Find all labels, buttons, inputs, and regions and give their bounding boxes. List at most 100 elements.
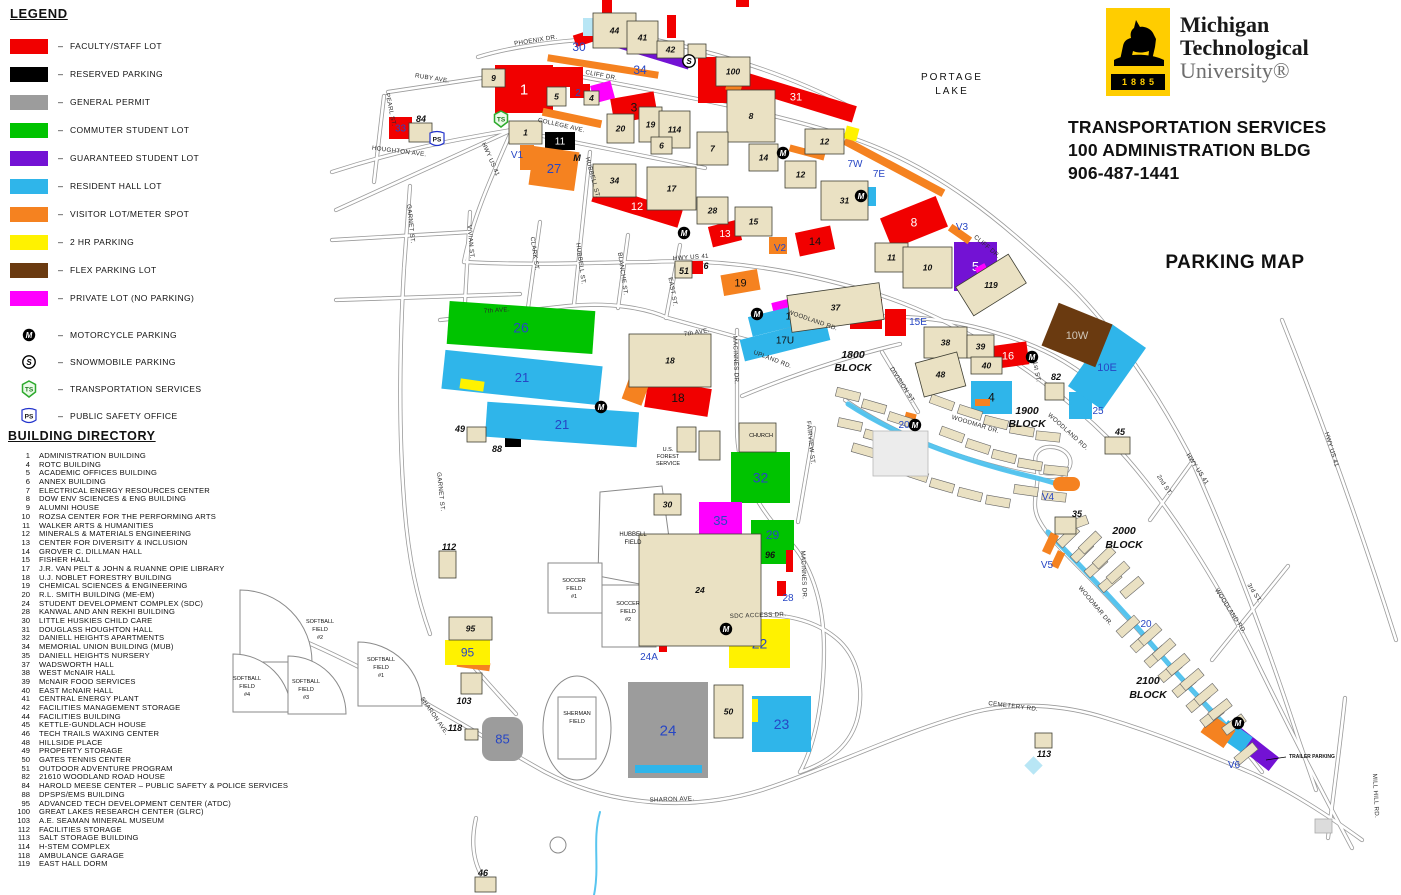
parking-lot [736,0,749,7]
brand-line: University® [1180,58,1290,83]
lot-label: 3 [631,101,638,115]
directory-entry-name: ELECTRICAL ENERGY RESOURCES CENTER [39,485,210,495]
map-label: 46 [477,868,489,878]
building [698,430,721,461]
directory-entry-name: GREAT LAKES RESEARCH CENTER (GLRC) [39,807,204,817]
brand-line: Technological [1180,35,1309,60]
directory-entry-number: 10 [21,511,30,521]
directory-entry-name: ADVANCED TECH DEVELOPMENT CENTER (ATDC) [39,798,232,808]
road-surface [740,342,902,398]
dash: – [58,69,64,79]
building [1034,732,1053,749]
street-label: HWY US 41 [673,253,710,263]
lot-label: 4 [988,391,995,405]
dash: – [58,293,64,303]
map-label: FIELD [298,687,314,693]
apartment-building [1233,741,1259,766]
map-label: TRAILER PARKING [1289,754,1335,760]
directory-entry-name: ROZSA CENTER FOR THE PERFORMING ARTS [39,511,216,521]
building-label: 100 [726,67,740,77]
directory-entry-name: FACILITIES MANAGEMENT STORAGE [39,702,181,712]
map-label: 49 [454,424,465,434]
apartment-building [1105,560,1131,585]
directory-entry-number: 38 [21,668,30,678]
directory-entry-number: 112 [17,824,30,834]
directory-entry-name: DANIELL HEIGHTS APARTMENTS [39,633,165,643]
directory-entry-name: DANIELL HEIGHTS NURSERY [39,650,150,660]
apartment-building [1043,464,1069,477]
map-label: 30 [572,40,586,54]
lot-label: 10E [1097,362,1117,374]
building-100 [715,56,751,87]
legend-badge-item: S–SNOWMOBILE PARKING [10,348,250,375]
map-label: 20 [898,420,910,431]
map-label: 1900 [1015,405,1039,417]
lot-label: 95 [461,646,475,660]
legend-item: –FACULTY/STAFF LOT [10,32,250,60]
legend-badge-icon: TS [10,378,48,400]
parking-lot [885,309,906,336]
street-label: PEARL ST. [384,93,398,127]
building-1 [508,120,543,145]
legend-badge-item: PS–PUBLIC SAFETY OFFICE [10,402,250,429]
legend-label: RESERVED PARKING [70,69,164,79]
legend-swatch-gray [10,94,48,110]
street-label: 2nd ST. [1155,474,1173,497]
legend-swatch-black [10,66,48,82]
directory-entry-name: KANWAL AND ANN REKHI BUILDING [39,607,176,617]
dash: – [58,125,64,135]
directory-entry-name: DOUGLASS HOUGHTON HALL [39,624,153,634]
map-label: #2 [317,635,323,641]
road [289,633,1365,843]
road-surface [462,210,472,322]
directory-entry-name: CHEMICAL SCIENCES & ENGINEERING [39,581,188,591]
map-label: 7E [873,169,886,180]
lot-label: 12 [631,201,643,213]
lot-label: 26 [513,319,529,335]
building-17 [646,166,697,211]
motorcycle-parking-icon [1231,716,1245,730]
directory-entry-number: 113 [17,833,30,843]
legend-badge-label: PUBLIC SAFETY OFFICE [70,410,178,421]
apartment-building [1091,545,1117,570]
building-label: 20 [615,124,626,134]
dash: – [58,181,64,191]
directory-entry-number: 44 [21,711,30,721]
building-label: 42 [665,45,676,55]
directory-entry-name: MEMORIAL UNION BUILDING (MUB) [39,642,174,652]
building-label: 41 [637,33,648,43]
stream [593,811,601,895]
motorcycle-parking-icon [908,418,922,432]
building-label: 14 [759,153,769,163]
directory-entry-name: WEST McNAIR HALL [39,668,116,678]
apartment-building [1035,430,1061,443]
legend-badge-label: TRANSPORTATION SERVICES [70,383,202,394]
lot-label: 27 [547,161,561,176]
legend-item: –COMMUTER STUDENT LOT [10,116,250,144]
road-surface [334,128,514,212]
parking-lot [771,299,790,311]
apartment-building [990,448,1018,465]
road-surface [572,150,592,307]
transportation-services-icon [21,379,37,398]
badge-letter: M [26,330,33,339]
road-surface [402,184,412,270]
map-label: FOREST [657,454,680,460]
motorcycle-parking-icon [776,146,790,160]
building-label: 11 [887,253,896,263]
dash: – [58,237,64,247]
parking-lot [1041,532,1060,555]
parking-lot-85 [482,717,523,761]
